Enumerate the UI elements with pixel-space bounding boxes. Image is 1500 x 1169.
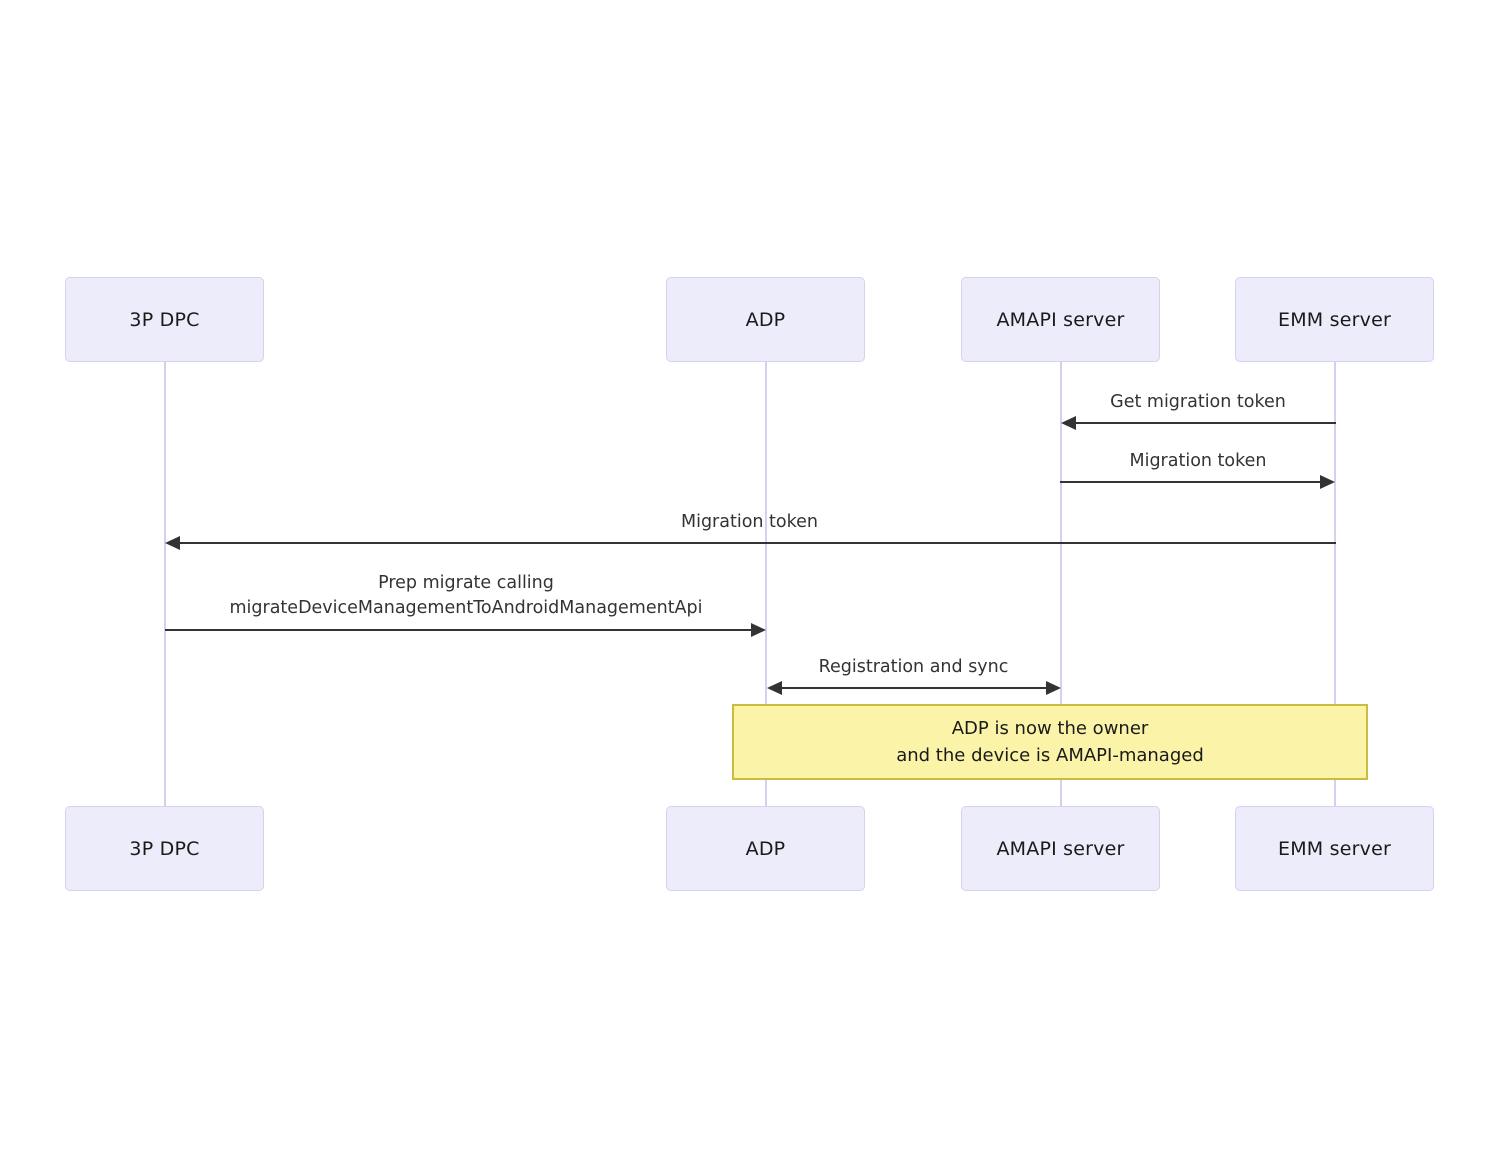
message-label-migration-token-emm-dpc: Migration token [680, 512, 818, 532]
participant-amapi-top[interactable]: AMAPI server [961, 277, 1160, 362]
participant-amapi-bottom[interactable]: AMAPI server [961, 806, 1160, 891]
note-adp-owner: ADP is now the owner and the device is A… [732, 704, 1368, 780]
arrowhead-right-registration-and-sync [1046, 681, 1061, 695]
participant-adp-bottom[interactable]: ADP [666, 806, 865, 891]
participant-label: EMM server [1278, 308, 1391, 331]
note-line-2: and the device is AMAPI-managed [896, 745, 1204, 766]
lifeline-dpc [164, 362, 166, 806]
participant-label: EMM server [1278, 837, 1391, 860]
participant-emm-top[interactable]: EMM server [1235, 277, 1434, 362]
message-label-migration-token-amapi-emm: Migration token [1129, 451, 1267, 471]
message-line-registration-and-sync [772, 687, 1046, 689]
message-line-prep-migrate [165, 629, 751, 631]
note-line-1: ADP is now the owner [951, 718, 1149, 739]
message-label-get-migration-token: Get migration token [1110, 392, 1286, 412]
participant-adp-top[interactable]: ADP [666, 277, 865, 362]
participant-label: 3P DPC [129, 837, 200, 860]
participant-label: AMAPI server [996, 308, 1125, 331]
participant-dpc-bottom[interactable]: 3P DPC [65, 806, 264, 891]
message-line-get-migration-token [1066, 422, 1336, 424]
lifeline-emm [1334, 362, 1336, 806]
arrowhead-left-registration-and-sync [767, 681, 782, 695]
participant-label: ADP [745, 308, 786, 331]
message-line-migration-token-emm-dpc [170, 542, 1336, 544]
participant-label: AMAPI server [996, 837, 1125, 860]
lifeline-adp [765, 362, 767, 806]
arrowhead-right-prep-migrate [751, 623, 766, 637]
arrowhead-right-migration-token-amapi-emm [1320, 475, 1335, 489]
lifeline-amapi [1060, 362, 1062, 806]
message-label-registration-and-sync: Registration and sync [818, 657, 1009, 677]
message-line-migration-token-amapi-emm [1060, 481, 1320, 483]
participant-label: ADP [745, 837, 786, 860]
message-label-prep-migrate: Prep migrate calling migrateDeviceManage… [229, 573, 703, 618]
participant-dpc-top[interactable]: 3P DPC [65, 277, 264, 362]
participant-emm-bottom[interactable]: EMM server [1235, 806, 1434, 891]
participant-label: 3P DPC [129, 308, 200, 331]
arrowhead-left-get-migration-token [1061, 416, 1076, 430]
arrowhead-left-migration-token-emm-dpc [165, 536, 180, 550]
